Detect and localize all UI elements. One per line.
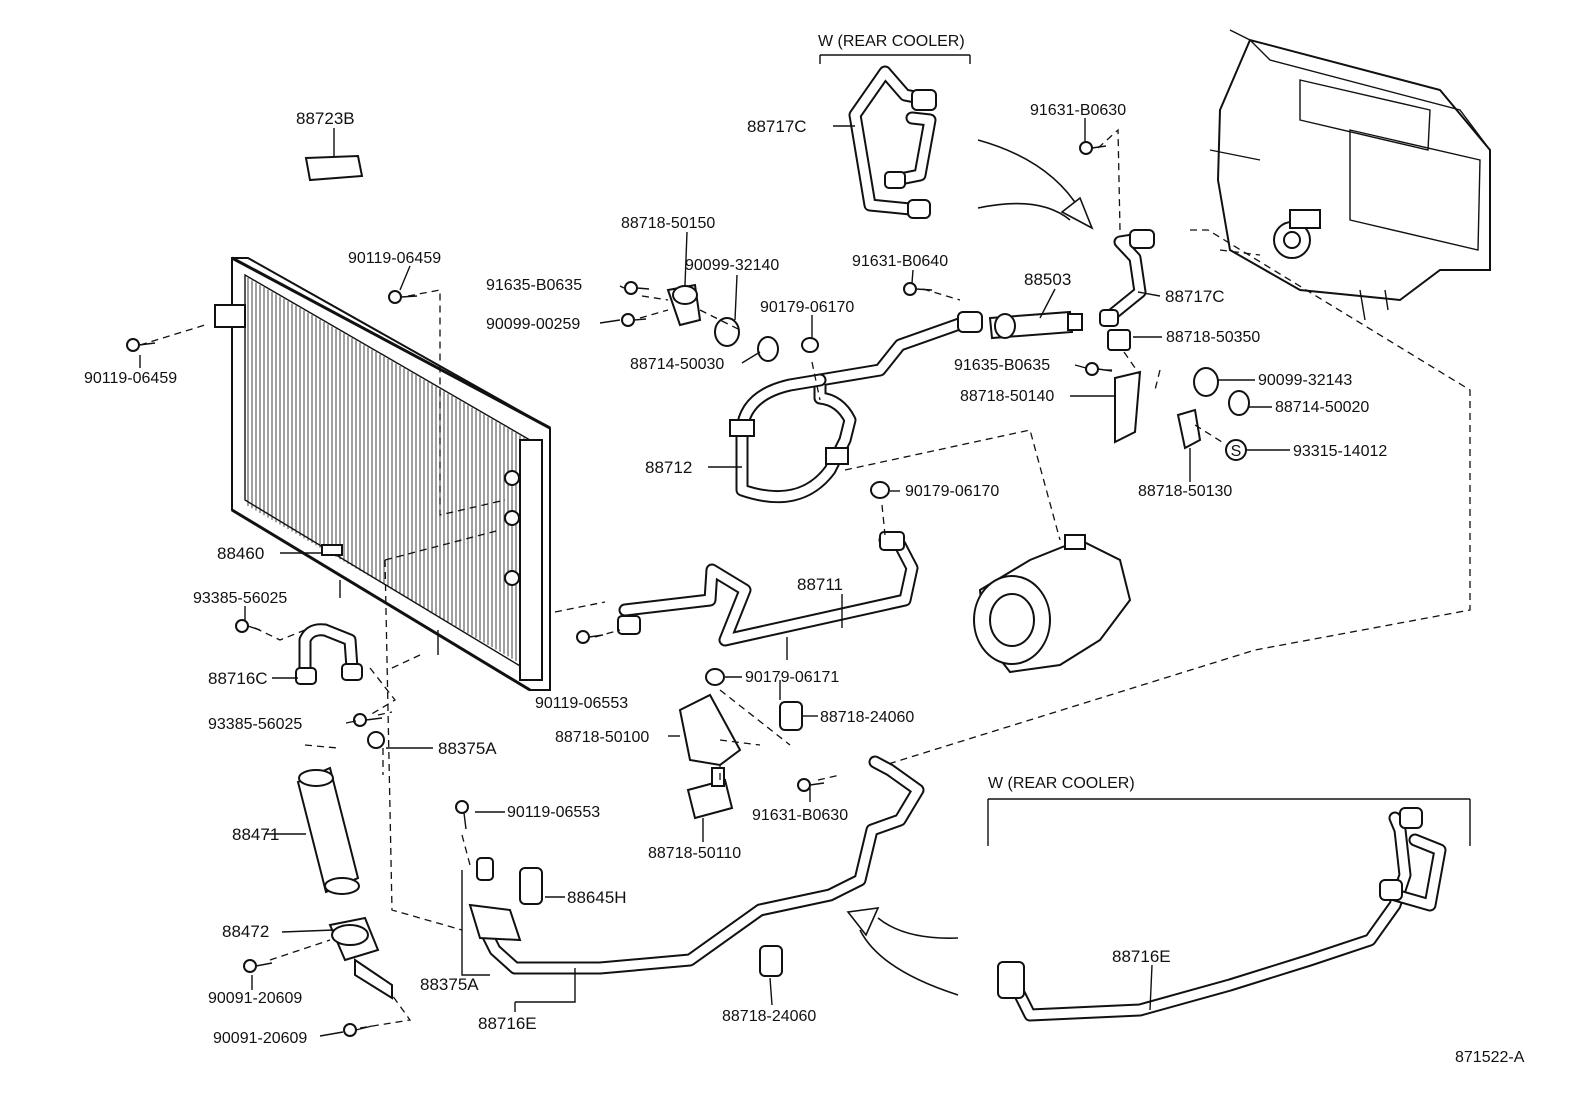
label-88375A-b: 88375A	[420, 975, 479, 994]
label-88718-50140: 88718-50140	[960, 388, 1054, 405]
cooling-unit	[1209, 29, 1491, 321]
grommet-88714-50030	[757, 336, 779, 362]
label-90091-20609-a: 90091-20609	[208, 990, 302, 1007]
condenser-fins	[247, 278, 525, 666]
label-88716E-b: 88716E	[1112, 947, 1171, 966]
label-90099-00259: 90099-00259	[486, 316, 580, 333]
label-90099-32143: 90099-32143	[1258, 372, 1352, 389]
bolts	[126, 141, 1113, 1037]
label-91631-B0640: 91631-B0640	[852, 253, 948, 270]
label-90119-06459-b: 90119-06459	[84, 370, 177, 387]
label-93385-56025-a: 93385-56025	[193, 590, 287, 607]
label-88714-50020: 88714-50020	[1275, 399, 1369, 416]
variant-bracket-top: W (REAR COOLER)	[818, 33, 971, 64]
pipe-88717C-lower	[1099, 229, 1155, 327]
compressor	[973, 534, 1132, 674]
grommet-90099-32143	[1193, 367, 1219, 397]
label-90119-06553-b: 90119-06553	[535, 695, 628, 712]
clip-88718-24060-a	[779, 701, 803, 731]
label-90099-32140: 90099-32140	[685, 257, 779, 274]
bracket-88718-50140	[1114, 370, 1142, 444]
label-88723B: 88723B	[296, 109, 355, 128]
grommet-88714-50020	[1228, 390, 1250, 416]
label-88718-24060-a: 88718-24060	[820, 709, 914, 726]
part-labels: 88723B 90119-06459 90119-06459 88460 933…	[84, 102, 1525, 1066]
condenser	[214, 256, 551, 692]
s-marker: S	[1225, 439, 1247, 461]
label-88375A-a: 88375A	[438, 739, 497, 758]
label-88712: 88712	[645, 458, 692, 477]
label-93385-56025-b: 93385-56025	[208, 716, 302, 733]
label-91635-B0635-a: 91635-B0635	[486, 277, 582, 294]
label-93315-14012: 93315-14012	[1293, 443, 1387, 460]
label-88503: 88503	[1024, 270, 1071, 289]
label-90179-06171: 90179-06171	[745, 669, 839, 686]
label-88471: 88471	[232, 825, 279, 844]
label-88717C-a: 88717C	[747, 117, 807, 136]
clamp-ring-88718-50150	[672, 285, 698, 305]
pipe-88717C-upper	[848, 65, 937, 219]
bracket-88718-50100	[678, 693, 742, 820]
label-88718-50110: 88718-50110	[648, 845, 741, 862]
variant-top-label: W (REAR COOLER)	[818, 33, 965, 50]
label-88460: 88460	[217, 544, 264, 563]
label-88718-50350: 88718-50350	[1166, 329, 1260, 346]
receiver-drier	[296, 766, 360, 895]
pipe-88716E-rear	[997, 807, 1447, 1022]
label-90119-06459-a: 90119-06459	[348, 250, 441, 267]
receiver-bracket	[328, 916, 393, 1000]
pipe-88716C	[295, 623, 363, 685]
diagram-reference: 871522-A	[1455, 1049, 1525, 1066]
label-88645H: 88645H	[567, 888, 627, 907]
nut-90179-06171	[705, 668, 725, 686]
label-88716C: 88716C	[208, 669, 268, 688]
label-91631-B0630-a: 91631-B0630	[1030, 102, 1126, 119]
label-88714-50030: 88714-50030	[630, 356, 724, 373]
nut-90179-06170-a	[801, 337, 819, 353]
variant-bottom-label: W (REAR COOLER)	[988, 775, 1135, 792]
nut-90179-06170-b	[870, 481, 890, 499]
label-90179-06170-a: 90179-06170	[760, 299, 854, 316]
label-88718-24060-b: 88718-24060	[722, 1008, 816, 1025]
label-90119-06553-a: 90119-06553	[507, 804, 600, 821]
label-91635-B0635-b: 91635-B0635	[954, 357, 1050, 374]
label-88718-50150: 88718-50150	[621, 215, 715, 232]
dashed-assembly-lines	[139, 128, 1471, 1029]
label-88711: 88711	[797, 575, 843, 594]
label-88716E-a: 88716E	[478, 1014, 537, 1033]
bracket-88718-50350	[1107, 329, 1131, 351]
clip-88718-24060-b	[759, 945, 783, 977]
valve-88503	[988, 310, 1083, 340]
variant-bracket-bottom: W (REAR COOLER)	[987, 775, 1471, 846]
label-88472: 88472	[222, 922, 269, 941]
pipe-88716E-main	[468, 755, 925, 975]
label-90179-06170-b: 90179-06170	[905, 483, 999, 500]
sensor-88375A-a	[367, 731, 385, 749]
pipe-88711	[617, 531, 919, 647]
label-88718-50100: 88718-50100	[555, 729, 649, 746]
clamp-88718-50130	[1176, 408, 1202, 450]
s-marker-text: S	[1231, 443, 1242, 460]
label-91631-B0630-b: 91631-B0630	[752, 807, 848, 824]
assembly-arrows	[846, 139, 1094, 996]
label-88717C-b: 88717C	[1165, 287, 1225, 306]
grommet-90099-32140	[714, 317, 740, 347]
label-88718-50130: 88718-50130	[1138, 483, 1232, 500]
label-90091-20609-b: 90091-20609	[213, 1030, 307, 1047]
label-plate-88723B	[304, 154, 364, 182]
leader-lines	[139, 118, 1290, 1037]
